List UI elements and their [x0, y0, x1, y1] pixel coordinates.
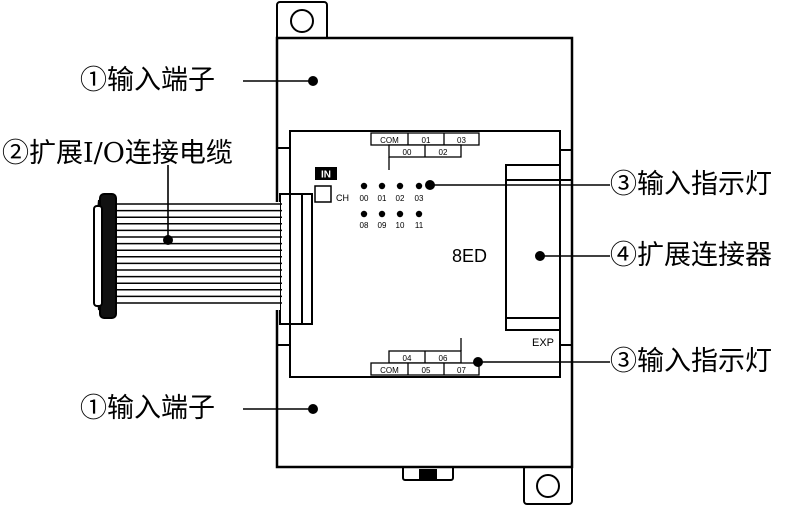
- callout-expansion-cable: ②扩展I/O连接电缆: [2, 138, 233, 169]
- in-badge: [315, 167, 337, 180]
- callout-input-indicator-bottom: ③输入指示灯: [610, 346, 772, 377]
- channel-label: 10: [396, 221, 405, 230]
- bottom-terminal-labels: [370, 338, 480, 376]
- indicator-led: [360, 210, 368, 218]
- channel-label: 03: [415, 194, 424, 203]
- channel-label: 11: [415, 221, 424, 230]
- input-indicator-leds: 00 01 02 03 08 09 10 11: [360, 182, 424, 230]
- exp-label: EXP: [532, 337, 554, 349]
- top-terminal-text: COM 01 03 00 02: [380, 136, 466, 157]
- callout-input-indicator-top: ③输入指示灯: [610, 169, 772, 200]
- pointer-dots: [163, 76, 545, 414]
- expansion-connector: [505, 149, 572, 346]
- top-mounting-tab: [276, 1, 328, 41]
- bottom-terminal-label: 07: [457, 366, 466, 375]
- callout-input-terminal-top: ①输入端子: [80, 65, 215, 96]
- callout-expansion-connector: ④扩展连接器: [610, 240, 772, 271]
- channel-label: 02: [396, 194, 405, 203]
- top-terminal-labels: [370, 132, 480, 170]
- bottom-terminal-label: 05: [422, 366, 431, 375]
- indicator-led: [396, 210, 404, 218]
- top-terminal-label: 00: [403, 148, 412, 157]
- ch-box: [314, 185, 332, 203]
- top-terminal-label: 01: [422, 136, 431, 145]
- indicator-led: [378, 210, 386, 218]
- channel-label: 08: [360, 221, 369, 230]
- indicator-led: [360, 182, 368, 190]
- leader-lines: [167, 80, 610, 410]
- indicator-led: [415, 210, 423, 218]
- channel-label: 01: [378, 194, 387, 203]
- expansion-cable: [93, 193, 282, 319]
- channel-label: 09: [378, 221, 387, 230]
- bottom-din-clip: [402, 465, 454, 481]
- callout-input-terminal-bottom: ①输入端子: [80, 393, 215, 424]
- top-terminal-label: 03: [457, 136, 466, 145]
- model-label: 8ED: [452, 246, 487, 266]
- top-terminal-label: COM: [380, 136, 399, 145]
- bottom-terminal-label: 06: [439, 354, 448, 363]
- bottom-terminal-label: 04: [403, 354, 412, 363]
- in-badge-text: IN: [321, 170, 331, 181]
- indicator-led: [396, 182, 404, 190]
- indicator-led: [415, 182, 423, 190]
- top-terminal-label: 02: [439, 148, 448, 157]
- bottom-mounting-tab: [523, 465, 573, 505]
- indicator-led: [378, 182, 386, 190]
- ch-label: CH: [336, 193, 349, 203]
- bottom-terminal-label: COM: [380, 366, 399, 375]
- channel-label: 00: [360, 194, 369, 203]
